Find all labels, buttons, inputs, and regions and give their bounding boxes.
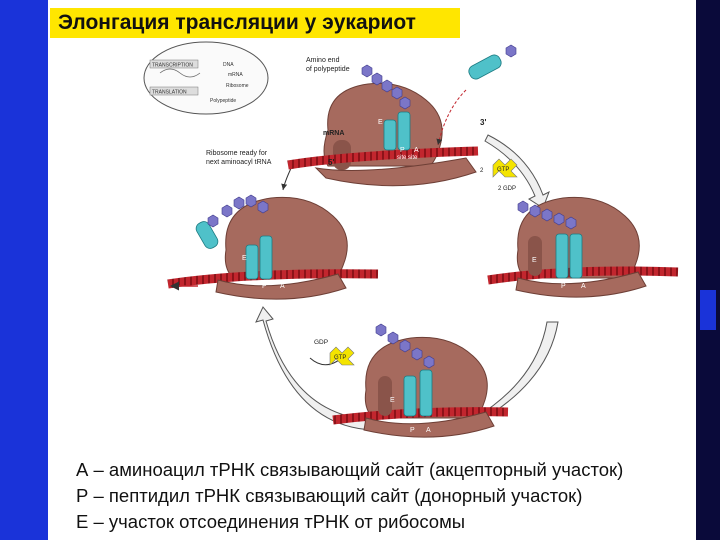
top-site-site: site site (397, 155, 418, 161)
bottom-site-a: A (426, 427, 431, 434)
left-side-bar (0, 0, 48, 540)
inset-transcription-label: TRANSCRIPTION (152, 63, 193, 69)
site-legend: А – аминоацил тРНК связывающий сайт (акц… (76, 457, 696, 535)
gdp-label-bottom: GDP (314, 339, 328, 346)
left-site-p: P (262, 283, 267, 290)
left-site-a: A (280, 283, 285, 290)
gtp-count-label: 2 (480, 168, 484, 174)
legend-e-site: Е – участок отсоединения тРНК от рибосом… (76, 511, 466, 532)
amino-end-label-2: of polypeptide (306, 66, 350, 73)
gtp-label-bottom: GTP (334, 355, 346, 361)
gdp-label-top: 2 GDP (498, 186, 516, 192)
bottom-site-e: E (390, 397, 395, 404)
inset-ribosome-label: Ribosome (226, 83, 249, 89)
three-prime-label: 3' (480, 118, 486, 127)
legend-a-site: А – аминоацил тРНК связывающий сайт (акц… (76, 459, 624, 480)
top-a-site: A (414, 147, 419, 154)
ribosome-left: E P A (167, 194, 379, 300)
top-site-e: E (378, 119, 383, 126)
right-site-e: E (532, 257, 537, 264)
ready-label-1: Ribosome ready for (206, 150, 268, 157)
inset-overview: TRANSCRIPTION DNA mRNA TRANSLATION Ribos… (143, 41, 269, 115)
mrna-label: mRNA (323, 130, 344, 137)
five-prime-label: 5' (328, 158, 334, 167)
incoming-trna-top (468, 44, 517, 80)
right-bar-accent (700, 290, 716, 330)
cycle-arrow-bottom-left (255, 306, 379, 431)
amino-end-label-1: Amino end (306, 57, 340, 64)
ribosome-top: Amino end of polypeptide mRNA 3' 5' E P … (206, 44, 517, 187)
inset-dna-label: DNA (223, 62, 234, 68)
right-site-a: A (581, 283, 586, 290)
legend-p-site: Р – пептидил тРНК связывающий сайт (доно… (76, 485, 583, 506)
ribosome-bottom: E P A (332, 323, 509, 438)
gtp-top-right: GTP 2 2 GDP (480, 158, 518, 192)
ready-label-2: next aminoacyl tRNA (206, 159, 272, 166)
top-p-site: P (400, 147, 405, 154)
slide-title: Элонгация трансляции у эукариот (50, 8, 460, 38)
ribosome-right: E P A (487, 196, 679, 298)
bottom-site-p: P (410, 427, 415, 434)
elongation-diagram: TRANSCRIPTION DNA mRNA TRANSLATION Ribos… (143, 41, 679, 438)
gtp-bottom-left: GDP GTP (309, 339, 355, 366)
gtp-label-top: GTP (497, 167, 509, 173)
inset-mrna-label: mRNA (228, 72, 243, 78)
inset-polypeptide-label: Polypeptide (210, 98, 236, 104)
inset-translation-label: TRANSLATION (152, 90, 187, 96)
right-side-bar (696, 0, 720, 540)
right-site-p: P (561, 283, 566, 290)
left-site-e: E (242, 255, 247, 262)
